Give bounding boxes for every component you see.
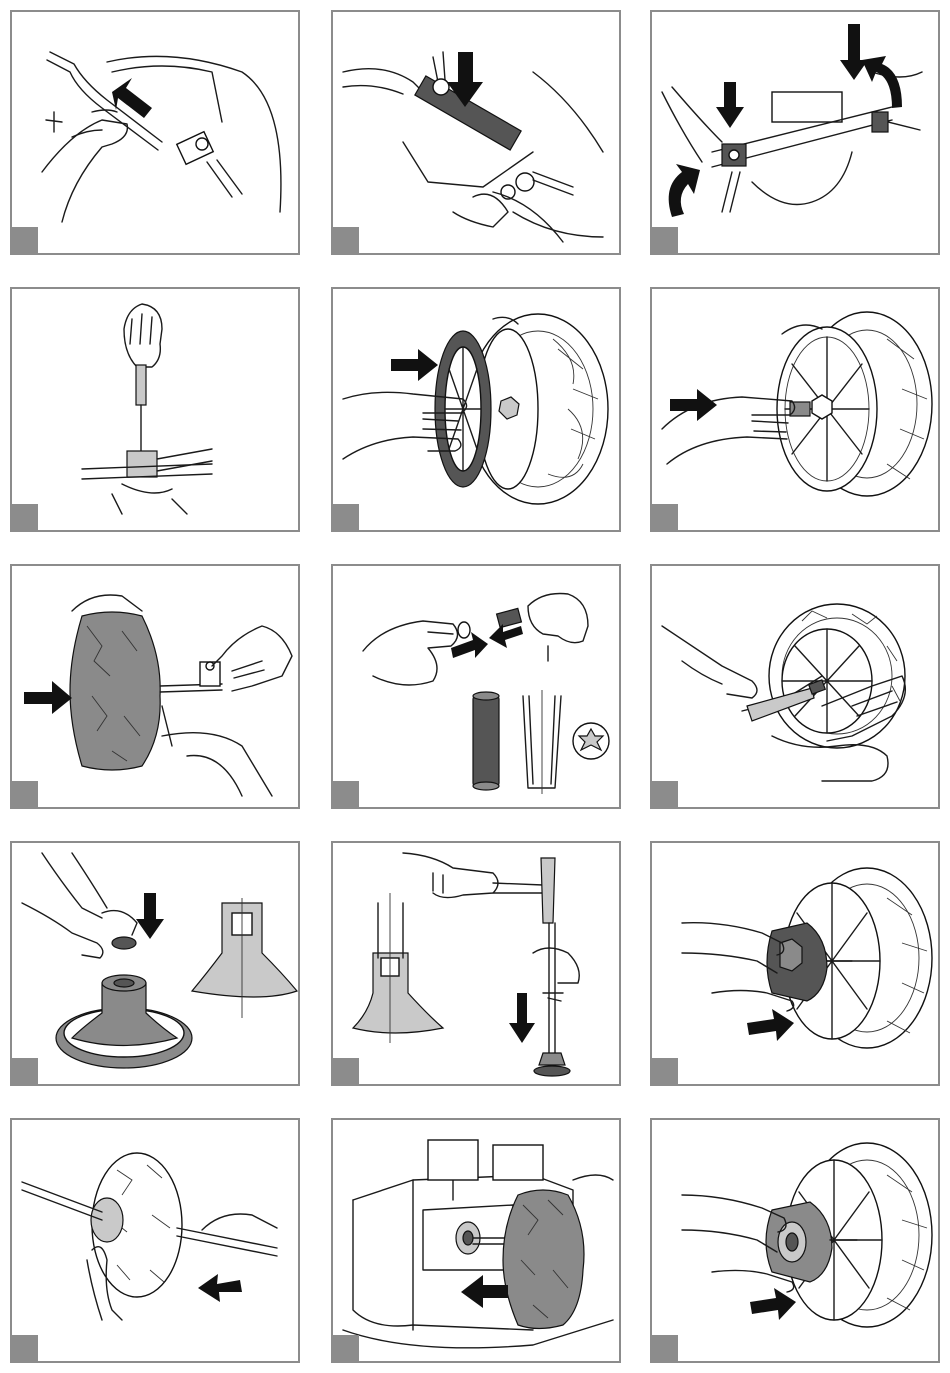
wheel-slide-on-axle-illustration xyxy=(12,566,298,807)
axle-through-wheel-illustration xyxy=(12,1120,298,1361)
step-badge xyxy=(333,781,359,807)
step-panel-3 xyxy=(650,10,940,255)
step-panel-2 xyxy=(331,10,621,255)
hammer-tap-illustration xyxy=(333,843,619,1084)
step-panel-11 xyxy=(331,841,621,1086)
step-badge xyxy=(333,1335,359,1361)
steering-rotate-illustration xyxy=(652,12,938,253)
step-panel-6 xyxy=(650,287,940,532)
step-panel-12 xyxy=(650,841,940,1086)
cap-nut-on-tool-illustration xyxy=(12,843,298,1084)
step-badge xyxy=(652,504,678,530)
step-badge xyxy=(12,1058,38,1084)
step-badge xyxy=(12,1335,38,1361)
step-panel-8 xyxy=(331,564,621,809)
step-panel-4 xyxy=(10,287,300,532)
step-badge xyxy=(652,1335,678,1361)
step-badge xyxy=(333,504,359,530)
pry-tool-wheel-illustration xyxy=(652,566,938,807)
cap-nut-parts-illustration xyxy=(333,566,619,807)
nut-remove-illustration xyxy=(652,289,938,530)
steering-bracket-press-illustration xyxy=(333,12,619,253)
step-panel-14 xyxy=(331,1118,621,1363)
hub-cap-install-illustration xyxy=(652,1120,938,1361)
step-panel-13 xyxy=(10,1118,300,1363)
step-panel-9 xyxy=(650,564,940,809)
step-badge xyxy=(12,781,38,807)
step-panel-1 xyxy=(10,10,300,255)
step-badge xyxy=(12,227,38,253)
step-badge xyxy=(652,781,678,807)
bar-insert-illustration xyxy=(12,12,298,253)
step-panel-5 xyxy=(331,287,621,532)
hub-attach-illustration xyxy=(652,843,938,1084)
instruction-grid xyxy=(10,10,940,1366)
step-panel-15 xyxy=(650,1118,940,1363)
step-panel-7 xyxy=(10,564,300,809)
step-badge xyxy=(333,227,359,253)
step-badge xyxy=(12,504,38,530)
hubcap-remove-illustration xyxy=(333,289,619,530)
step-badge xyxy=(652,1058,678,1084)
step-badge xyxy=(652,227,678,253)
wheel-mount-vehicle-illustration xyxy=(333,1120,619,1361)
screwdriver-tighten-illustration xyxy=(12,289,298,530)
step-panel-10 xyxy=(10,841,300,1086)
step-badge xyxy=(333,1058,359,1084)
